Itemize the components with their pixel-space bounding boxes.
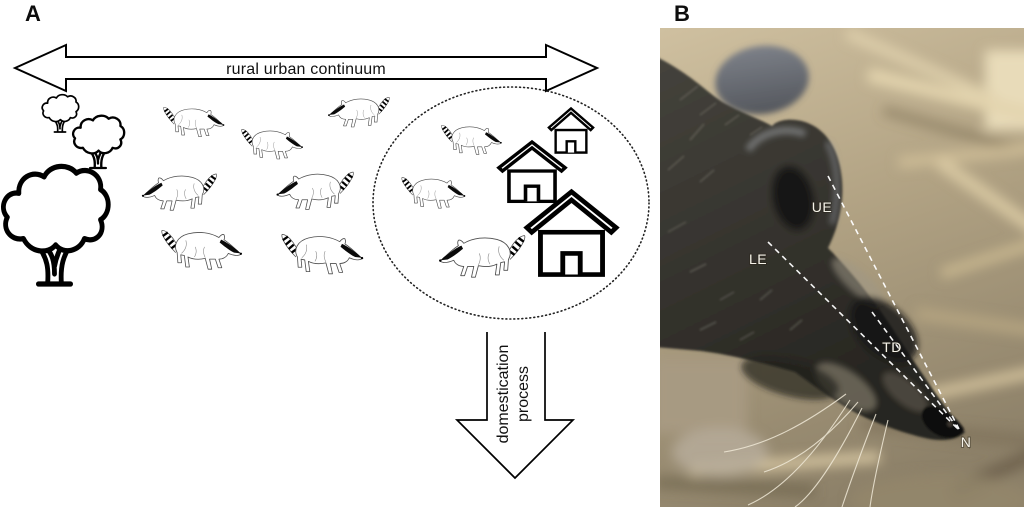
raccoon-icon: [400, 176, 467, 210]
raccoon-head: [660, 45, 965, 440]
domestication-label-line1: domestication: [495, 345, 512, 444]
raccoon-icon: [240, 128, 304, 160]
raccoon-icon: [327, 96, 391, 128]
tree-icon: [3, 166, 108, 284]
house-icon: [547, 107, 595, 154]
raccoon-icon: [140, 172, 218, 212]
panel-a-label: A: [25, 1, 41, 26]
td-label: TD: [882, 339, 902, 355]
upper-ear-label: UE: [812, 199, 832, 215]
raccoon-icon: [440, 124, 503, 156]
domestication-arrow: domestication process: [454, 332, 576, 480]
domestication-label-line2: process: [515, 366, 532, 422]
line-nose-to-upper-ear: [827, 175, 960, 430]
lower-ear-label: LE: [749, 251, 767, 267]
raccoon-icon: [275, 171, 355, 211]
house-icon: [527, 192, 616, 275]
tree-icon: [41, 93, 80, 133]
line-nose-to-td: [871, 311, 960, 431]
raccoon-eye-mask: [850, 297, 918, 363]
nose-label: N: [961, 434, 972, 450]
rural-urban-continuum-arrow: rural urban continuum: [12, 43, 600, 93]
raccoon-icon: [162, 106, 226, 138]
raccoon-inner-ear: [772, 166, 814, 230]
raccoon-whiskers: [723, 393, 889, 507]
tree-icon: [71, 114, 126, 170]
line-nose-to-lower-ear: [767, 241, 960, 431]
measurement-lines: [767, 175, 960, 431]
photo-background: [660, 28, 1024, 507]
landmark-labels: UE LE TD N: [748, 198, 972, 451]
panel-b-label: B: [674, 1, 690, 26]
raccoon-icon: [437, 234, 527, 279]
panel-b-photo: UE LE TD N: [660, 28, 1024, 507]
raccoon-icon: [280, 233, 365, 275]
panel-b-label-area: B: [674, 1, 690, 26]
panel-a-diagram: A rural urban continuum domestic: [0, 1, 650, 480]
raccoon-back-ear: [715, 45, 809, 115]
continuum-arrow-label: rural urban continuum: [226, 61, 386, 78]
raccoon-icon: [160, 229, 244, 271]
raccoon-nose: [921, 406, 964, 438]
urban-population-ellipse: [372, 86, 650, 320]
